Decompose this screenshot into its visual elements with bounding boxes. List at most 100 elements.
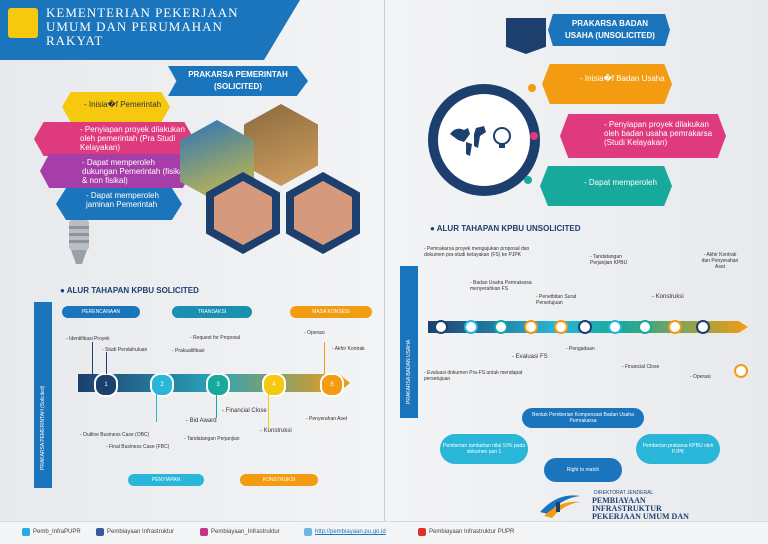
solicited-item-2: - Penyiapan proyek dilakukan oleh pemeri… (34, 122, 194, 156)
node (668, 320, 682, 334)
sol-label-akhir-kontrak: - Akhir Kontrak (332, 346, 365, 352)
compensation-title: Bentuk Pemberian Kompensasi Badan Usaha … (522, 408, 644, 428)
solicited-side-label: PRAKARSA PEMERINTAH (Solicited) (40, 385, 46, 470)
stem (106, 352, 107, 374)
phase-transaksi: TRANSAKSI (172, 306, 252, 318)
uns-label-evaluasi-fs: - Evaluasi FS (512, 354, 548, 360)
sol-label-operasi: - Operasi (304, 330, 325, 336)
uns-label-evaluasi-prafs: - Evaluasi dokumen Pra-FS untuk mendapat… (424, 370, 523, 382)
stem (268, 392, 269, 428)
dot-pink (530, 132, 538, 140)
bullet-icon: ● (430, 224, 437, 233)
sol-label-financial-close: - Financial Close (222, 408, 267, 414)
unsolicited-ribbon-text: PRAKARSA BADAN USAHA (UNSOLICITED) (565, 19, 655, 40)
facebook-icon (96, 528, 104, 536)
compensation-option-2: Pemberian prakarsa KPBU oleh PJPK (636, 434, 720, 464)
node (524, 320, 538, 334)
unsolicited-item-3: - Dapat memperoleh (540, 166, 672, 206)
compensation-option-1: Pemberian tambahan nilai 10% pada dokume… (440, 434, 528, 464)
phase-konstruksi: KONSTRUKSI (240, 474, 318, 486)
unsolicited-side-label: PRAKARSA BADAN USAHA (406, 339, 412, 404)
footer-web-text: http://pembiayaan.pu.go.id (315, 529, 386, 535)
bulb-base-icon (66, 220, 92, 270)
node (554, 320, 568, 334)
solicited-ribbon-shape (168, 66, 308, 96)
dot-orange (528, 84, 536, 92)
sol-label-rfp: - Request for Proposal (190, 335, 241, 341)
uns-label-menyerahkan-fs: - Badan Usaha Pemrakarsa menyerahkan FS (470, 280, 532, 292)
solicited-step-4: 4 (262, 373, 286, 397)
solicited-item-4: - Dapat memperoleh jaminan Pemerintah (56, 188, 182, 220)
unsolicited-item-2: - Penyiapan proyek dilakukan oleh badan … (560, 114, 726, 158)
unsolicited-side-bar (400, 266, 418, 418)
stem (92, 342, 93, 374)
solicited-item-1: - Inisia�f Pemerintah (62, 92, 170, 122)
pupr-logo (8, 8, 38, 38)
solicited-step-2: 2 (150, 373, 174, 397)
sol-label-penyerahan: - Penyerahan Aset (306, 416, 348, 422)
node (494, 320, 508, 334)
uns-label-konstruksi: - Konstruksi (652, 294, 684, 300)
footer-twitter[interactable]: Pemb_InfraPUPR (22, 528, 81, 536)
unsolicited-ribbon-shape (548, 14, 670, 46)
node (434, 320, 448, 334)
bullet-icon: ● (60, 286, 67, 295)
footer-instagram[interactable]: Pembiayaan_Infrastruktur (200, 528, 280, 536)
solicited-section-title: ALUR TAHAPAN KPBU SOLICITED (66, 286, 199, 295)
hex-photo-building (244, 104, 318, 186)
footer-youtube-text: Pembiayaan Infrastruktur PUPR (429, 529, 515, 535)
node (696, 320, 710, 334)
uns-label-pemrakarsa: - Pemrakarsa proyek mengajukan proposal … (424, 246, 530, 258)
sol-label-bid-award: - Bid Award (186, 418, 217, 424)
unsolicited-item-1: - Inisia�f Badan Usaha (542, 64, 672, 104)
page-fold (384, 0, 385, 522)
solicited-ribbon-text: PRAKARSA PEMERINTAH (SOLICITED) (188, 70, 288, 91)
solicited-item-3: - Dapat memperoleh dukungan Pemerintah (… (40, 154, 192, 188)
uns-label-operasi: - Operasi (690, 374, 711, 380)
footer-youtube[interactable]: Pembiayaan Infrastruktur PUPR (418, 528, 514, 536)
phase-masa-konsesi: MASA KONSESI (290, 306, 372, 318)
sol-label-obc: - Outline Business Case (OBC) (80, 432, 150, 438)
footer-facebook[interactable]: Pembiayaan Infrastruktur (96, 528, 174, 536)
solicited-step-1: 1 (94, 373, 118, 397)
instagram-icon (200, 528, 208, 536)
directorate-label: DIREKTORAT JENDERAL (594, 490, 654, 496)
sol-label-identifikasi: - Identifikasi Proyek (66, 336, 110, 342)
twitter-icon (22, 528, 30, 536)
web-icon (304, 528, 312, 536)
footer-web[interactable]: http://pembiayaan.pu.go.id (304, 528, 386, 536)
unsolicited-section-title: ALUR TAHAPAN KPBU UNSOLICITED (436, 224, 581, 233)
phase-perencanaan: PERENCANAAN (62, 306, 140, 318)
uns-label-pengadaan: - Pengadaan (566, 346, 595, 352)
sol-label-fbc: - Final Business Case (FBC) (106, 444, 170, 450)
globe-inner (438, 94, 530, 186)
node (638, 320, 652, 334)
footer-bar: Pemb_InfraPUPR Pembiayaan Infrastruktur … (0, 521, 768, 544)
uns-label-tandatangan: - Tandatangan Perjanjian KPBU (590, 254, 628, 266)
phase-penyiapan: PENYIAPAN (128, 474, 204, 486)
uns-label-akhir-kontrak: - Akhir Kontrak dan Penyerahan Aset (701, 252, 739, 270)
stem (156, 392, 157, 422)
ministry-title: KEMENTERIAN PEKERJAAN UMUM DAN PERUMAHAN… (46, 5, 239, 48)
node (464, 320, 478, 334)
uns-label-surat-persetujuan: - Penetbitan Surat Persetujuan (536, 294, 577, 306)
sol-label-prakualifikasi: - Prakualifikasi (172, 348, 205, 354)
stem (216, 392, 217, 418)
uns-label-financial-close: - Financial Close (622, 364, 660, 370)
youtube-icon (418, 528, 426, 536)
unsolicited-ribbon-tab (506, 18, 546, 54)
solicited-step-3: 3 (206, 373, 230, 397)
directorate-emblem-icon (538, 490, 582, 518)
solicited-step-5: 5 (320, 373, 344, 397)
sol-label-konstruksi: - Konstruksi (260, 428, 292, 434)
footer-instagram-text: Pembiayaan_Infrastruktur (211, 529, 280, 535)
footer-twitter-text: Pemb_InfraPUPR (33, 529, 81, 535)
ministry-banner (0, 0, 300, 60)
sol-label-tandatangan: - Tandatangan Perjanjian (184, 436, 240, 442)
node (734, 364, 748, 378)
stem (324, 342, 325, 374)
world-map-bulb-icon (448, 120, 520, 160)
sol-label-studi: - Studi Pendahuluan (102, 347, 148, 353)
compensation-option-3: Right to match (544, 458, 622, 482)
